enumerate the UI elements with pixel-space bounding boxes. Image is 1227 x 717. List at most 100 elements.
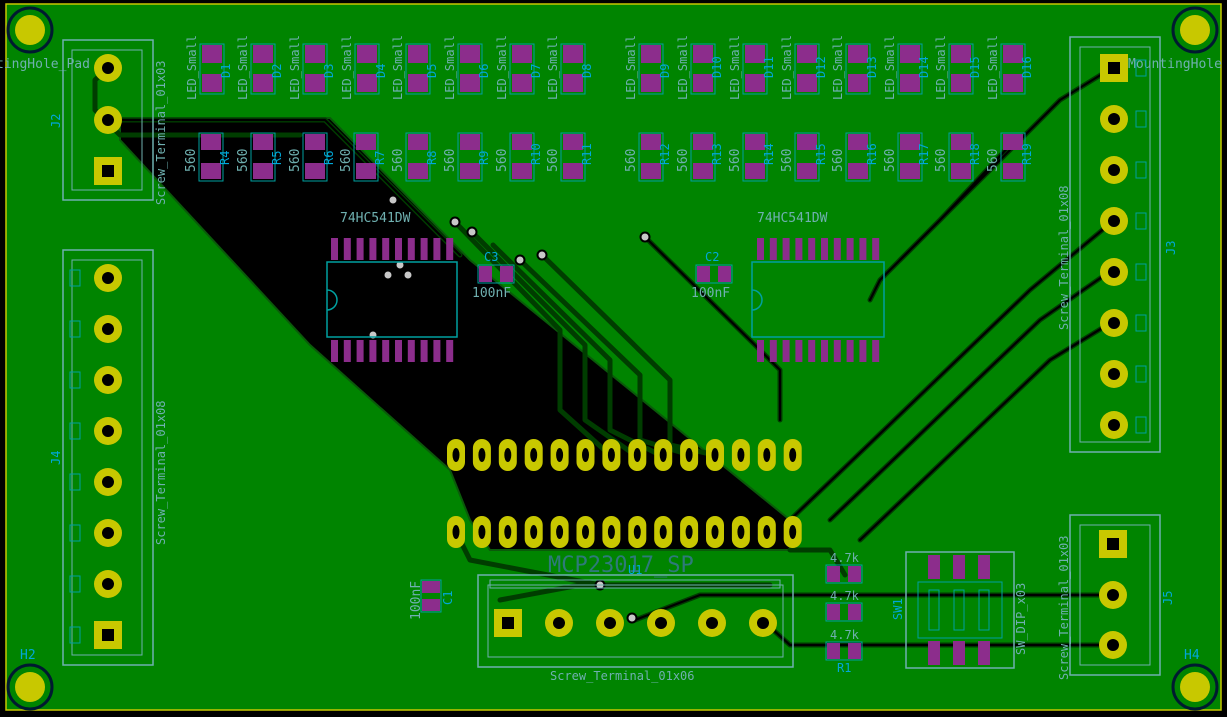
dip-pad xyxy=(757,439,776,471)
u3-value: 74HC541DW xyxy=(757,211,828,226)
resistor: 560 R4 xyxy=(184,132,232,182)
connector-j4-pins xyxy=(69,264,122,649)
j3-value: Screw_Terminal_01x08 xyxy=(1057,186,1071,331)
terminal-pin xyxy=(1100,207,1147,235)
pullup-value-1: 4.7k xyxy=(830,551,860,565)
mounting-hole-label-left: tingHole_Pad xyxy=(0,57,90,72)
terminal-pin xyxy=(69,519,122,547)
resistor-ref: R13 xyxy=(710,143,724,165)
mounting-hole-label-right: MountingHole xyxy=(1128,57,1222,72)
dip-pad xyxy=(524,439,543,471)
dip-pad xyxy=(498,439,517,471)
led-value: LED_Small xyxy=(831,35,845,100)
ic-u3 xyxy=(751,261,885,338)
dip-pad xyxy=(731,439,750,471)
led-value: LED_Small xyxy=(676,35,690,100)
led-ref: D13 xyxy=(865,56,879,78)
led-ref: D9 xyxy=(658,64,672,78)
resistor-value: 560 xyxy=(986,149,1001,172)
terminal-pin xyxy=(1100,54,1147,82)
terminal-pin xyxy=(1100,411,1147,439)
ic-u2-pads xyxy=(331,238,454,362)
led-value: LED_Small xyxy=(883,35,897,100)
terminal-pin xyxy=(69,621,122,649)
dip-pad xyxy=(602,439,621,471)
c1-value: 100nF xyxy=(409,581,424,620)
terminal-pin xyxy=(69,264,122,292)
ic-u3-pads xyxy=(757,238,880,362)
dip-pad xyxy=(680,439,699,471)
ic-pad xyxy=(808,340,816,362)
led-ref: D3 xyxy=(322,64,336,78)
mounting-hole-h4 xyxy=(1171,663,1219,711)
resistor-ref: R16 xyxy=(865,143,879,165)
ic-pad xyxy=(420,340,428,362)
resistor-value: 560 xyxy=(728,149,743,172)
connector-j5 xyxy=(1069,514,1161,676)
ic-pad xyxy=(808,238,816,260)
terminal-pin xyxy=(1100,156,1147,184)
resistor-ref: R12 xyxy=(658,143,672,165)
dip-pad xyxy=(576,516,595,548)
j2-value: Screw_Terminal_01x03 xyxy=(154,61,168,206)
dip-pad xyxy=(472,516,491,548)
j3-ref: J3 xyxy=(1164,241,1178,255)
ic-u1-pads xyxy=(447,439,802,548)
sw1-ref: SW1 xyxy=(891,598,905,620)
c1-ref: C1 xyxy=(441,591,455,605)
terminal-pin xyxy=(69,468,122,496)
resistor-ref: R18 xyxy=(968,143,982,165)
ic-pad xyxy=(331,238,338,260)
dip-pad xyxy=(447,439,465,471)
terminal-pin xyxy=(494,609,522,637)
pullup-resistor xyxy=(825,564,863,584)
dip-pad xyxy=(498,516,517,548)
dip-pad xyxy=(602,516,621,548)
led-ref: D7 xyxy=(529,64,543,78)
dip-pad xyxy=(783,516,802,548)
resistor-ref: R6 xyxy=(322,151,336,165)
capacitor-c3 xyxy=(477,264,515,284)
led-ref: D11 xyxy=(762,56,776,78)
ic-pad xyxy=(343,340,351,362)
led-value: LED_Small xyxy=(340,35,354,100)
mounting-holes xyxy=(6,6,1219,711)
led: LED_Small D13 xyxy=(831,35,879,100)
terminal-pin xyxy=(698,609,726,637)
dip-pad xyxy=(550,516,569,548)
resistor-ref: R14 xyxy=(762,143,776,165)
terminal-pin xyxy=(1100,360,1147,388)
led-value: LED_Small xyxy=(986,35,1000,100)
resistor-ref: R19 xyxy=(1020,143,1034,165)
resistor-ref: R17 xyxy=(917,143,931,165)
dip-pad xyxy=(628,516,647,548)
connector-j1-pins xyxy=(494,609,777,637)
capacitor-c2 xyxy=(695,264,733,284)
ic-u2 xyxy=(326,261,458,338)
terminal-pin xyxy=(69,315,122,343)
mounting-hole-h2 xyxy=(6,663,54,711)
ic-pad xyxy=(833,340,841,362)
resistor-ref: R4 xyxy=(218,151,232,165)
resistor-value: 560 xyxy=(184,149,199,172)
led-value: LED_Small xyxy=(443,35,457,100)
ic-pad xyxy=(859,238,867,260)
led-ref: D14 xyxy=(917,56,931,78)
c3-value: 100nF xyxy=(472,286,511,301)
terminal-pin xyxy=(545,609,573,637)
j1-value: Screw_Terminal_01x06 xyxy=(550,669,695,683)
